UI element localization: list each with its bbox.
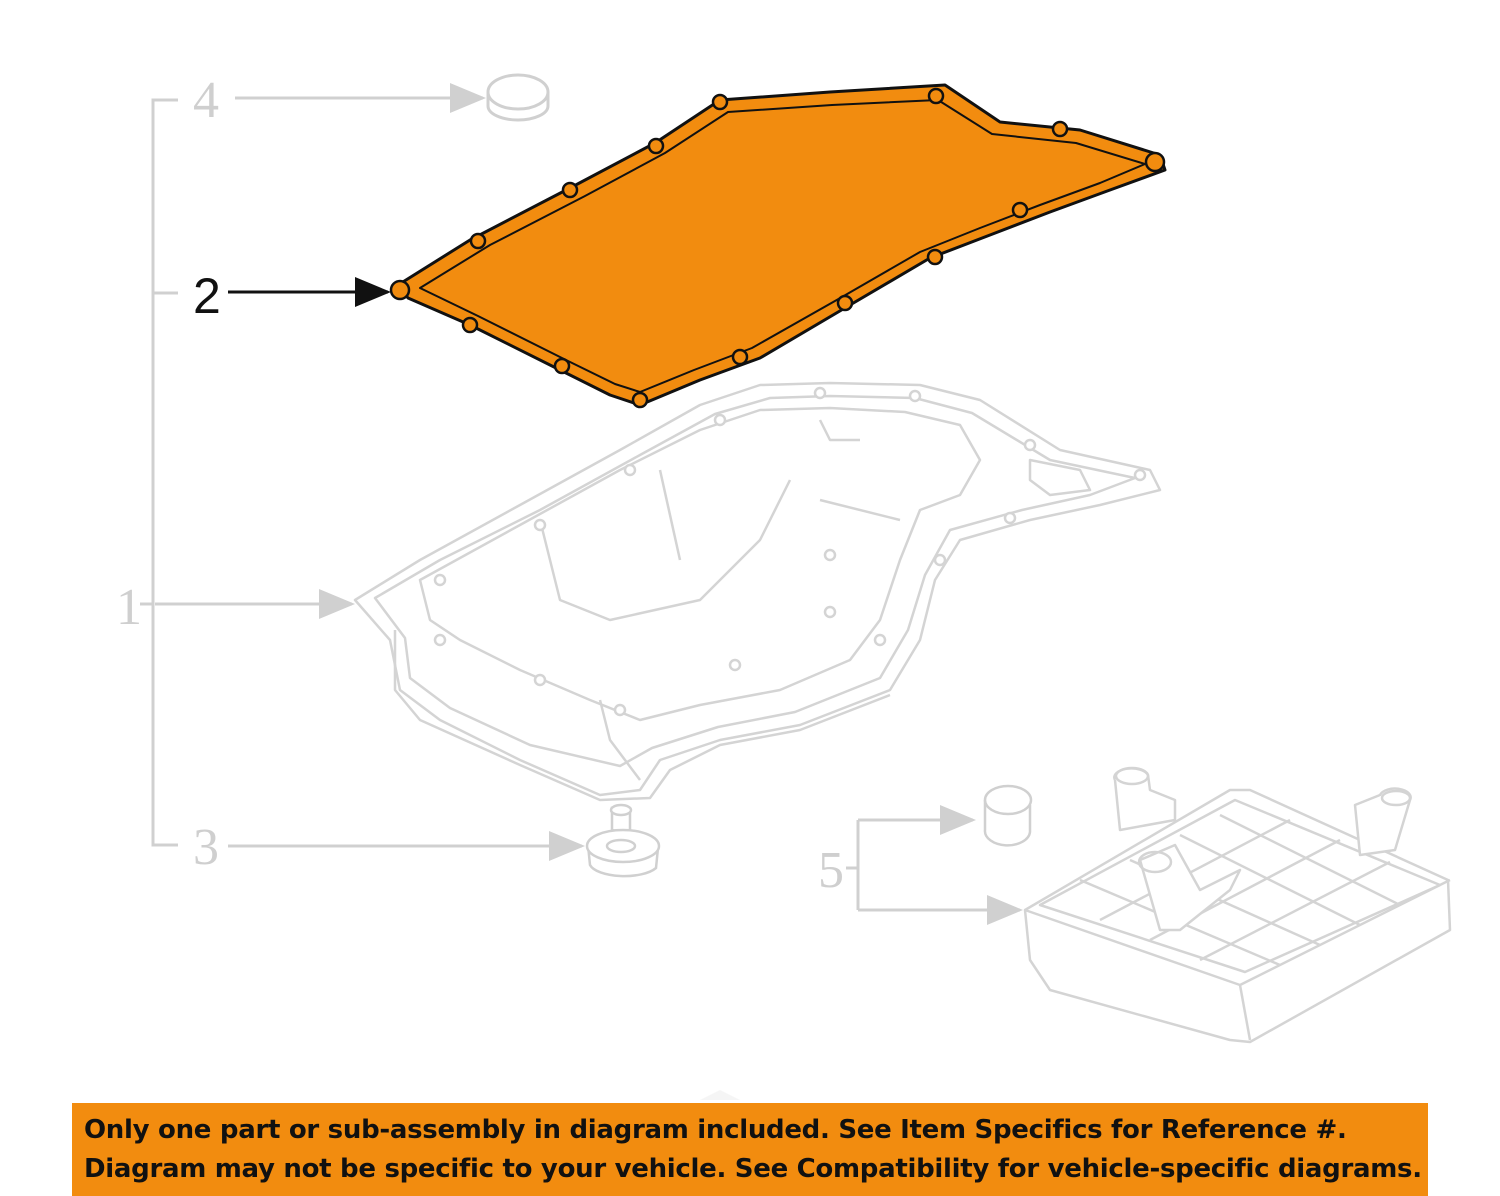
disclaimer-line-1: Only one part or sub-assembly in diagram…: [84, 1115, 1347, 1145]
disclaimer-banner: Only one part or sub-assembly in diagram…: [72, 1103, 1428, 1196]
parts-diagram: [140, 73, 1452, 1100]
callout-1: 1: [116, 579, 142, 636]
leader-bracket: [140, 98, 178, 847]
callout-2: 2: [193, 268, 221, 324]
seal-part-5: [983, 784, 1033, 847]
drain-plug-part-3: [585, 803, 661, 878]
gasket-part-2: [389, 83, 1167, 409]
oil-pan-part-1: [353, 381, 1162, 802]
filter-part-5: [1023, 766, 1452, 1044]
callout-5: 5: [818, 842, 844, 899]
disclaimer-line-2: Diagram may not be specific to your vehi…: [84, 1154, 1422, 1184]
callout-4: 4: [193, 72, 219, 129]
leader-bracket-5: [846, 805, 1023, 925]
callout-3: 3: [193, 819, 219, 876]
plug-part-4: [486, 73, 550, 122]
watermark-logo: [700, 1090, 740, 1100]
